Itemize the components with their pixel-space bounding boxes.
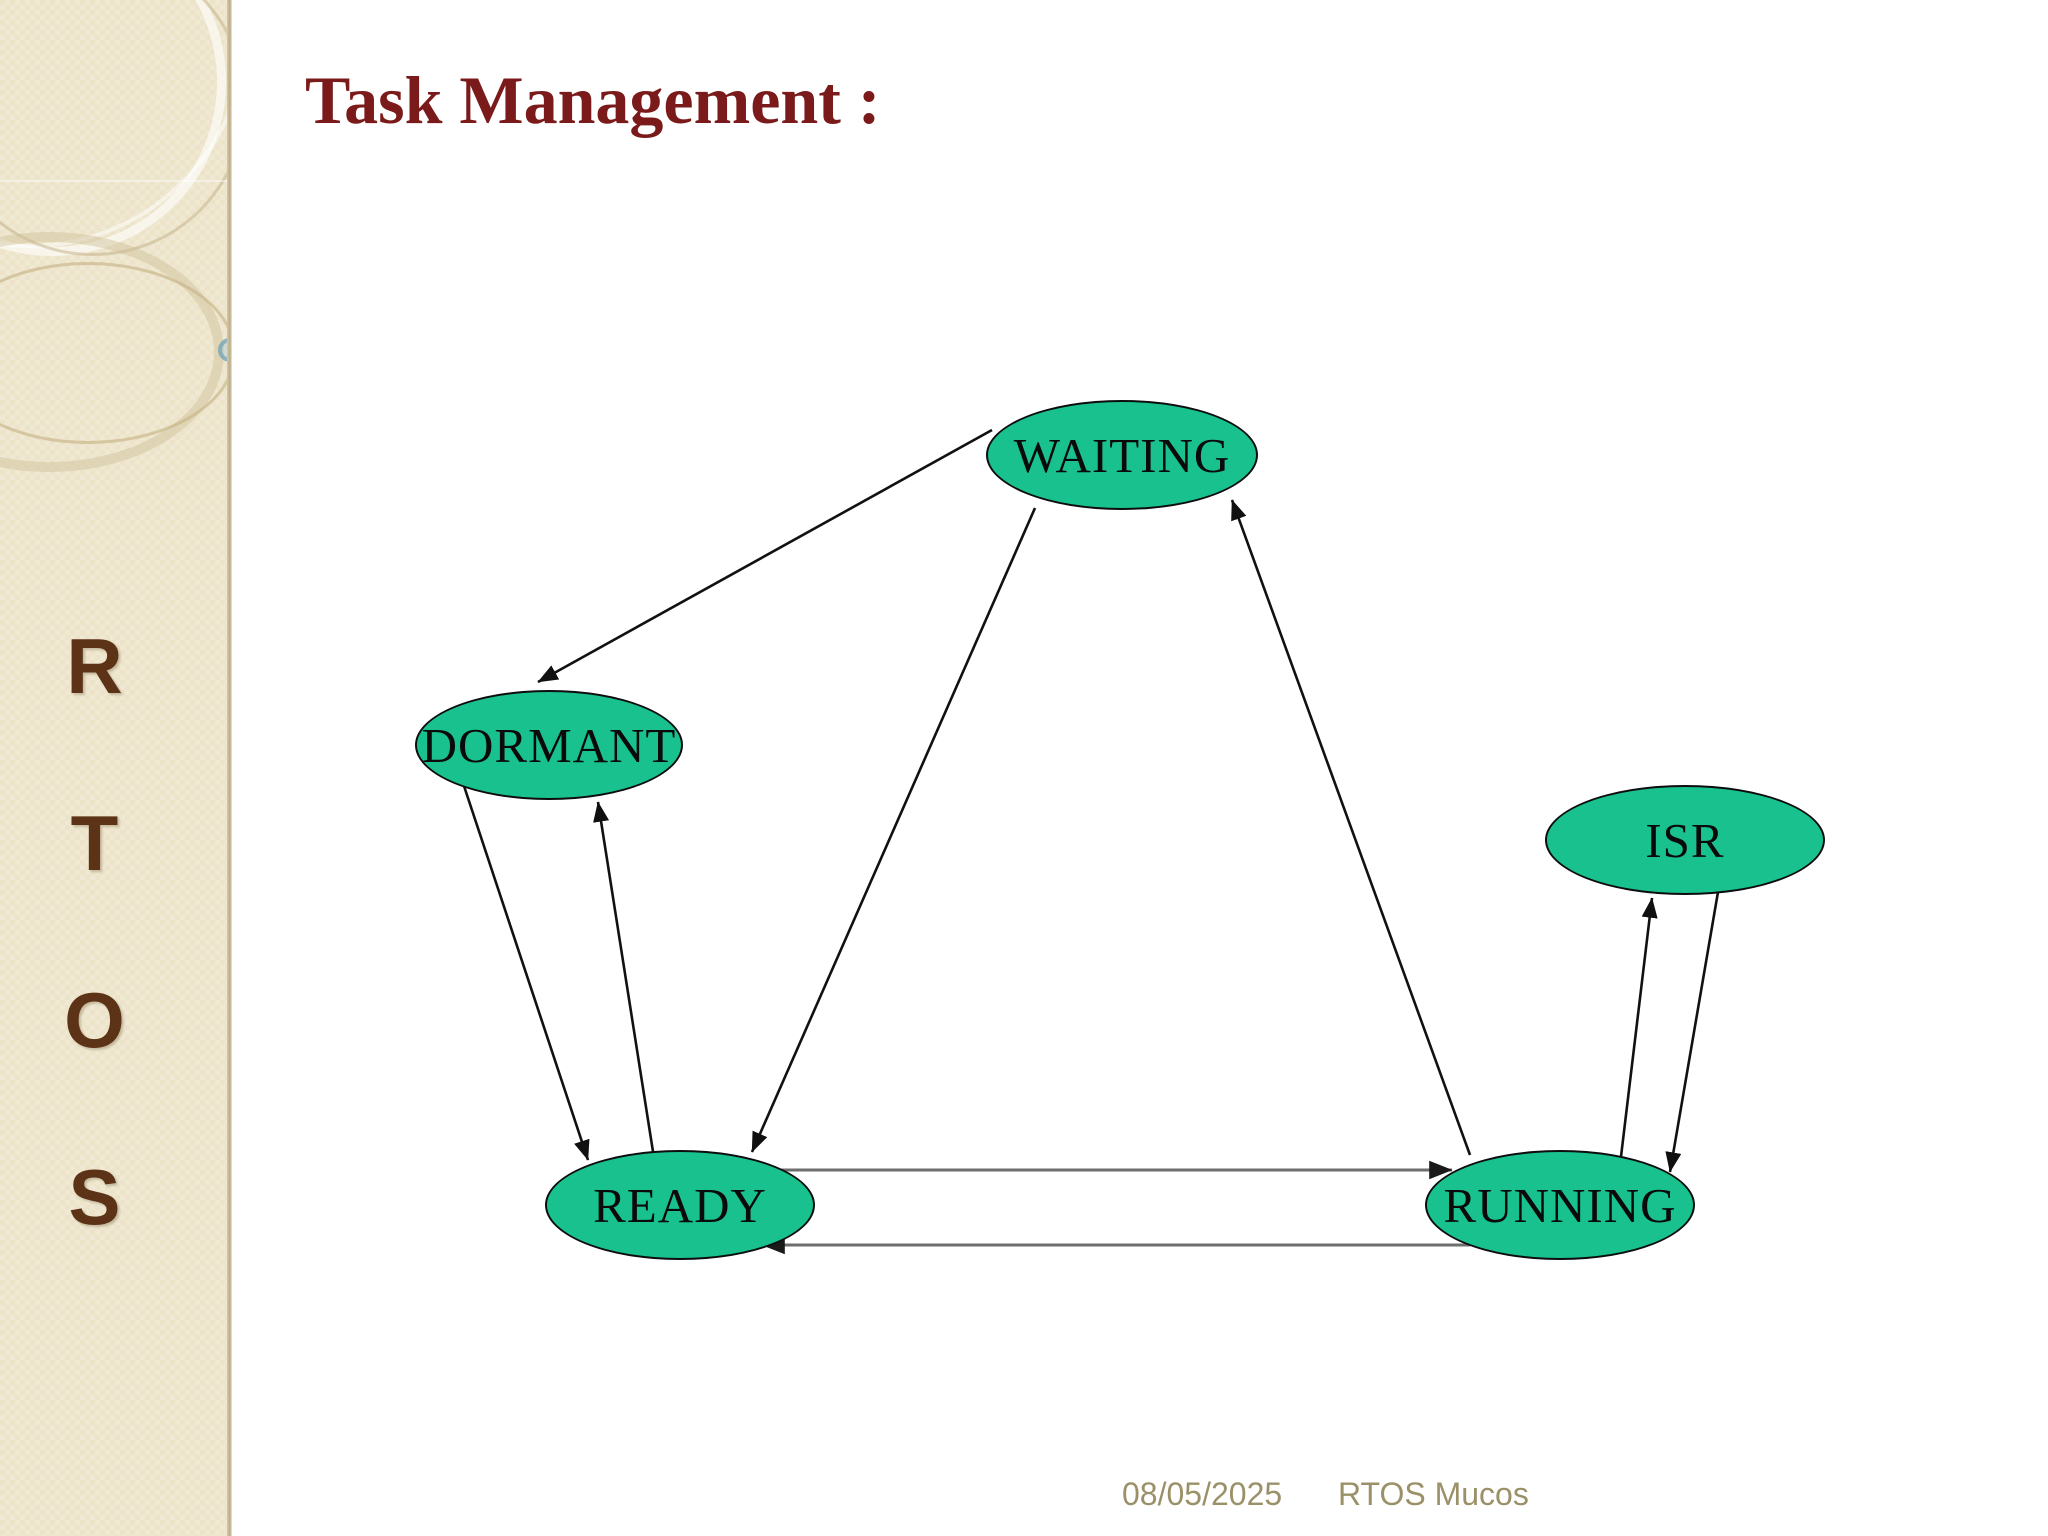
node-isr-label: ISR [1645,812,1725,868]
edge-dormant-to-ready [462,785,590,1161]
sidebar-letter-r: R [66,622,124,710]
footer-deck-name: RTOS Mucos [1337,1476,1529,1512]
sidebar-letter-o: O [64,976,126,1064]
node-ready-label: READY [593,1177,767,1233]
page-title: Task Management : [305,62,881,138]
edge-waiting-to-ready [750,507,1037,1153]
edge-running-to-waiting [1230,499,1472,1156]
edge-isr-to-running [1665,891,1720,1173]
sidebar-letter-s: S [68,1153,122,1241]
edge-ready-to-dormant [593,801,656,1159]
node-dormant[interactable]: DORMANT [415,690,683,800]
slide-sidebar: R T O S [0,0,232,1536]
node-waiting-label: WAITING [1013,427,1231,483]
node-running-label: RUNNING [1443,1177,1677,1233]
sidebar-vertical-title: R T O S [0,578,190,1286]
sidebar-right-border [227,0,232,1536]
sidebar-letter-t: T [70,799,120,887]
edge-waiting-to-dormant [537,428,993,684]
edge-running-to-isr [1618,897,1658,1166]
node-running[interactable]: RUNNING [1425,1150,1695,1260]
node-isr[interactable]: ISR [1545,785,1825,895]
node-waiting[interactable]: WAITING [986,400,1258,510]
node-dormant-label: DORMANT [421,717,677,773]
footer-date: 08/05/2025 [1122,1476,1283,1512]
decorative-hairline [0,180,232,182]
slide-footer: 08/05/2025 RTOS Mucos [1122,1476,1529,1513]
node-ready[interactable]: READY [545,1150,815,1260]
